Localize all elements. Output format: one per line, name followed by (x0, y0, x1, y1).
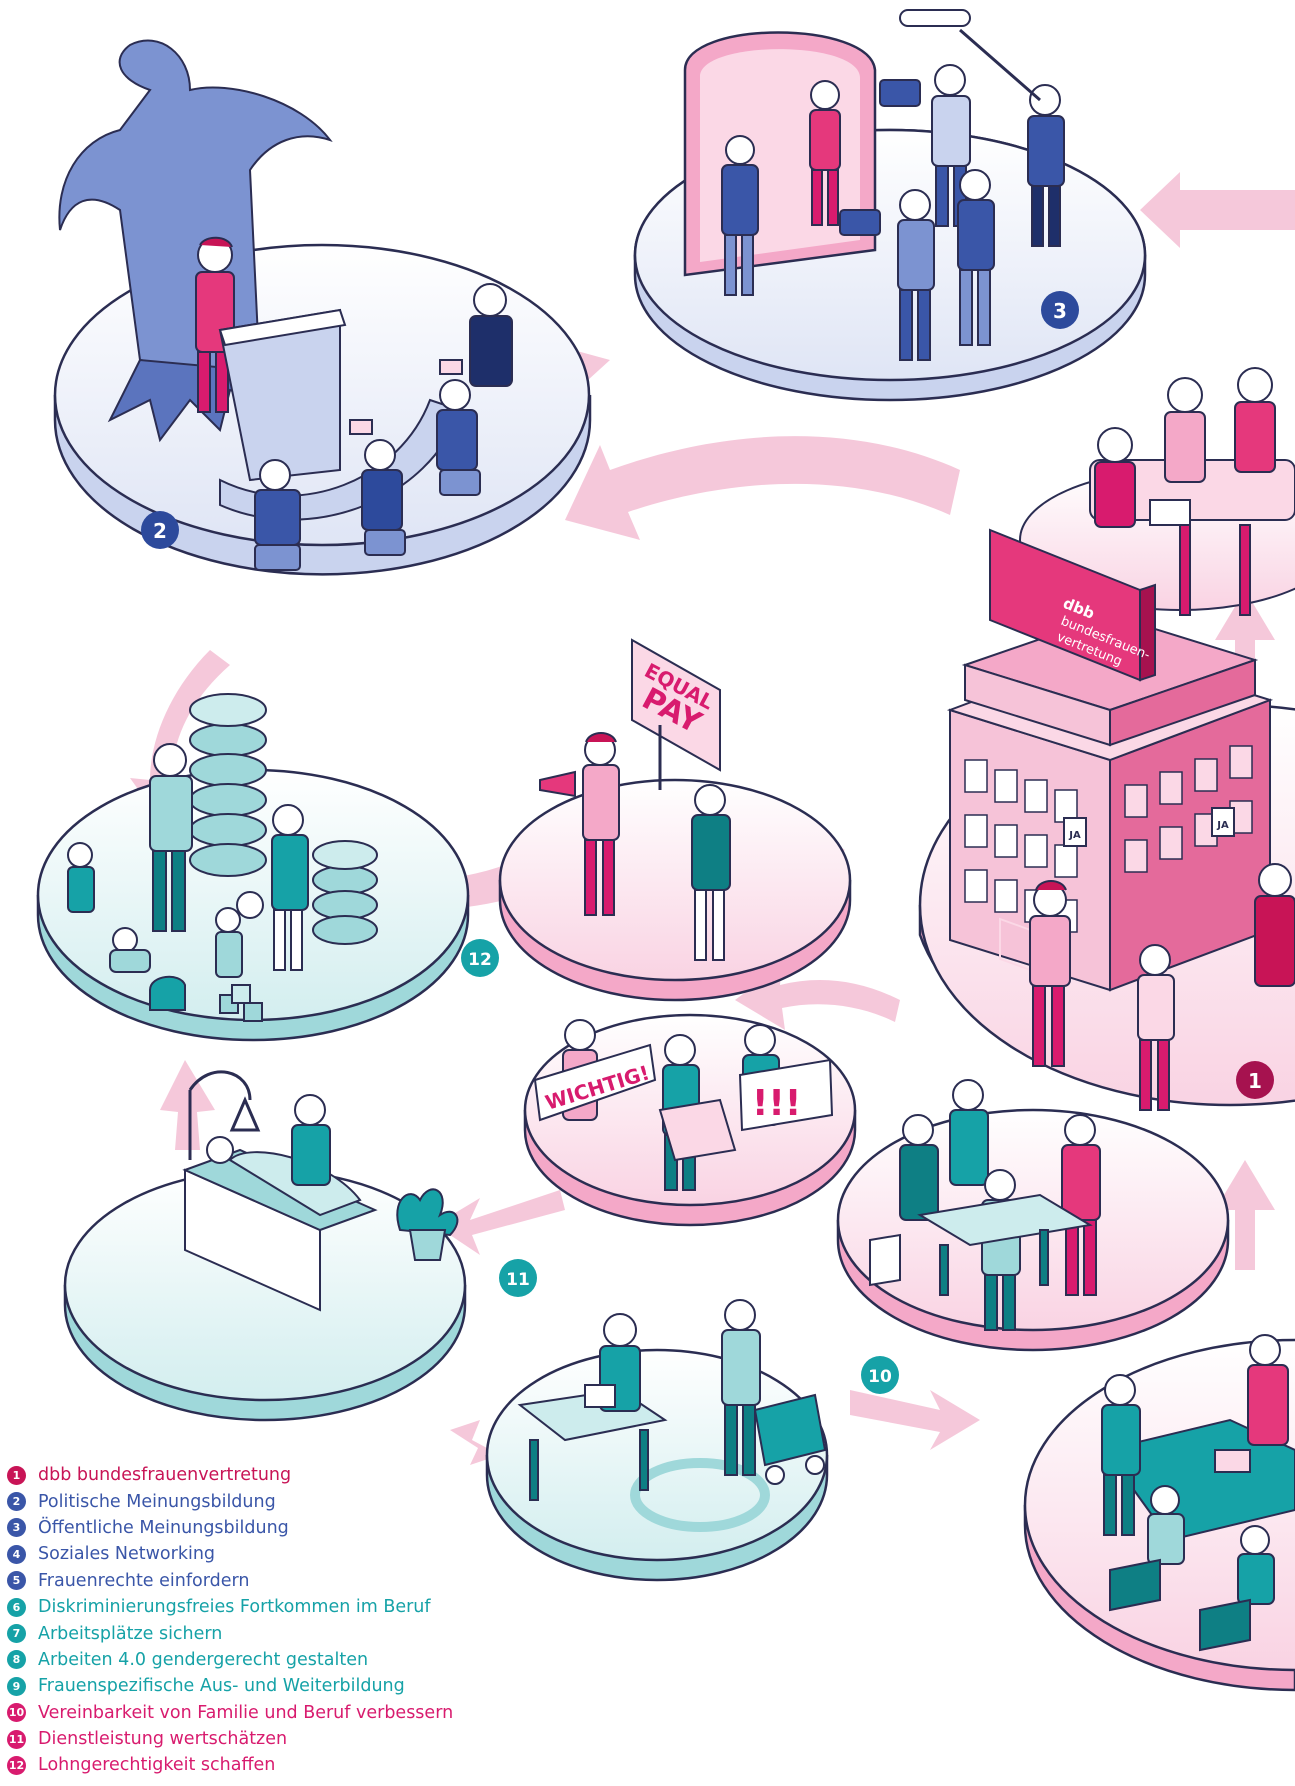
hq-scene: dbb bundesfrauen- vertretung JA JA 1 (918, 528, 1295, 1111)
legend-label: Vereinbarkeit von Familie und Beruf verb… (38, 1702, 454, 1723)
legend-number-badge: 3 (7, 1518, 26, 1538)
arrow-right-side-2 (1215, 1160, 1275, 1270)
legend-item: 5 Frauenrechte einfordern (7, 1568, 527, 1594)
legend-item: 4 Soziales Networking (7, 1541, 527, 1567)
hq-people (1029, 807, 1295, 1111)
legend: 1 dbb bundesfrauenvertretung 2 Politische M… (7, 1462, 527, 1779)
legend-label: Arbeiten 4.0 gendergerecht gestalten (38, 1649, 369, 1670)
badge-2-text: 2 (153, 519, 167, 543)
coin-stack-large (189, 693, 267, 877)
equal-pay-scene: EQUAL PAY 12 (461, 638, 852, 1002)
protest-banner-right: !!! (752, 1083, 801, 1124)
legend-label: Arbeitsplätze sichern (38, 1623, 223, 1644)
coin-stack-small (312, 840, 378, 945)
legend-label: Frauenspezifische Aus- und Weiterbildung (38, 1676, 405, 1697)
legend-number-badge: 8 (7, 1650, 26, 1670)
legend-label: Diskriminierungsfreies Fortkommen im Ber… (38, 1597, 431, 1618)
homeoffice-scene: 10 (485, 1299, 899, 1582)
legend-label: Soziales Networking (38, 1544, 216, 1565)
press-scene: 3 (633, 9, 1147, 402)
legend-label: Öffentliche Meinungsbildung (38, 1517, 289, 1538)
badge-2 (141, 511, 179, 549)
office-scene (1023, 1334, 1295, 1692)
legend-item: 12 Lohngerechtigkeit schaffen (7, 1752, 527, 1778)
care-scene: 11 (63, 1070, 537, 1422)
family-scene (36, 693, 470, 1042)
legend-item: 2 Politische Meinungsbildung (7, 1488, 527, 1514)
legend-number-badge: 7 (7, 1624, 26, 1644)
legend-label: dbb bundesfrauenvertretung (38, 1465, 292, 1486)
legend-label: Politische Meinungsbildung (38, 1491, 276, 1512)
arrow-right-side-1 (1215, 590, 1275, 700)
legend-number-badge: 6 (7, 1597, 26, 1617)
hq-roof-sign (989, 528, 1156, 972)
arrow-homeoffice-right (850, 1390, 980, 1450)
arrow-to-press (1140, 172, 1295, 248)
parliament-scene: 2 (53, 39, 592, 576)
legend-number-badge: 1 (7, 1465, 26, 1485)
badge-12 (461, 939, 499, 977)
legend-label: Dienstleistung wertschätzen (38, 1729, 288, 1750)
legend-item: 7 Arbeitsplätze sichern (7, 1620, 527, 1646)
badge-11 (499, 1259, 537, 1297)
legend-item: 6 Diskriminierungsfreies Fortkommen im Be… (7, 1594, 527, 1620)
badge-10 (861, 1356, 899, 1394)
legend-number-badge: 11 (7, 1729, 26, 1749)
legend-number-badge: 10 (7, 1703, 26, 1723)
legend-number-badge: 5 (7, 1571, 26, 1591)
badge-3-text: 3 (1053, 299, 1067, 323)
badge-10-text: 10 (868, 1367, 892, 1387)
legend-number-badge: 12 (7, 1755, 26, 1775)
press-figures (721, 9, 1065, 361)
badge-1 (1236, 1061, 1274, 1099)
badge-11-text: 11 (506, 1270, 530, 1290)
legend-label: Frauenrechte einfordern (38, 1570, 250, 1591)
legend-item: 8 Arbeiten 4.0 gendergerecht gestalten (7, 1647, 527, 1673)
arrow-care-family (160, 1060, 215, 1150)
badge-1-text: 1 (1248, 1069, 1262, 1093)
protest-scene: WICHTIG! !!! (523, 1013, 857, 1227)
arrow-to-parliament (565, 436, 960, 540)
legend-item: 10 Vereinbarkeit von Familie und Beruf ve… (7, 1700, 527, 1726)
legend-item: 3 Öffentliche Meinungsbildung (7, 1515, 527, 1541)
ja-sign-1: JA (1068, 830, 1081, 841)
legend-number-badge: 4 (7, 1544, 26, 1564)
arrow-to-care (435, 1190, 565, 1255)
legend-label: Lohngerechtigkeit schaffen (38, 1755, 276, 1776)
legend-number-badge: 9 (7, 1676, 26, 1696)
legend-item: 11 Dienstleistung wertschätzen (7, 1726, 527, 1752)
ja-sign-2: JA (1216, 820, 1229, 831)
legend-number-badge: 2 (7, 1492, 26, 1512)
consulting-scene (836, 1079, 1230, 1352)
federal-eagle (58, 39, 333, 443)
badge-12-text: 12 (468, 950, 492, 970)
legend-item: 1 dbb bundesfrauenvertretung (7, 1462, 527, 1488)
legend-item: 9 Frauenspezifische Aus- und Weiterbildun… (7, 1673, 527, 1699)
badge-3 (1041, 291, 1079, 329)
